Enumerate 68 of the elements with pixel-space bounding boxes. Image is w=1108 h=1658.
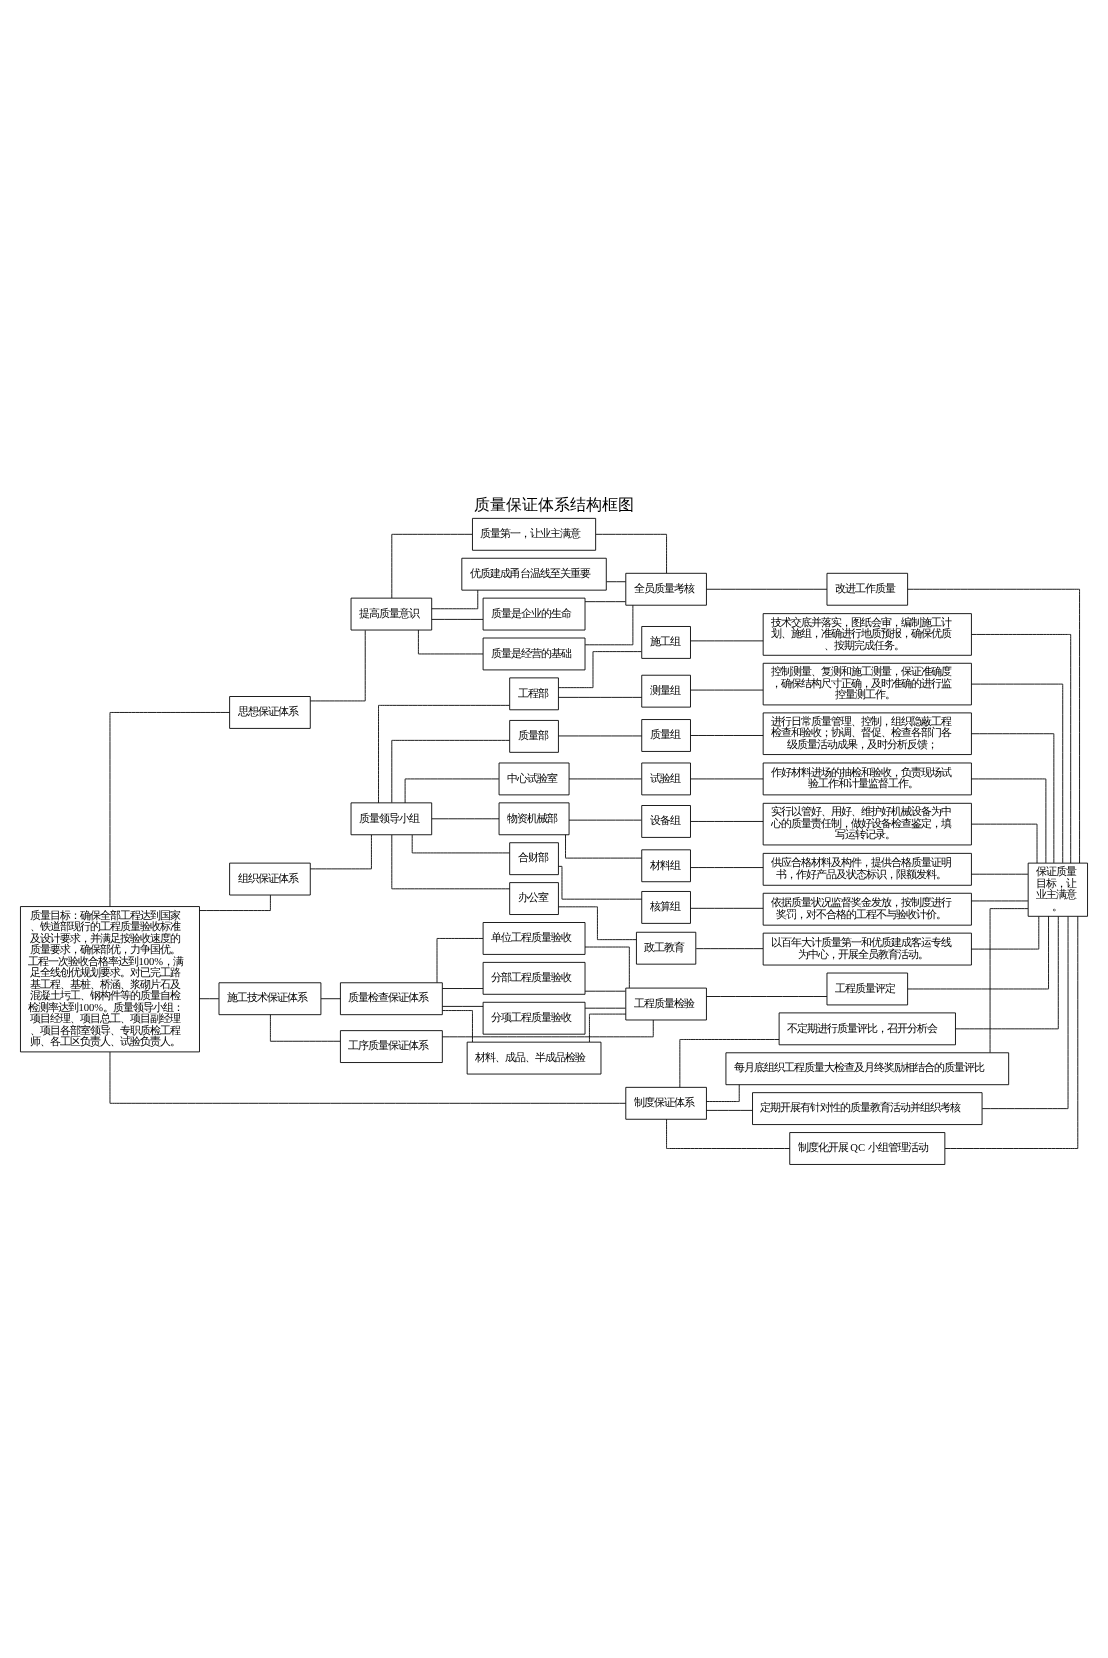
- connector: [955, 916, 1059, 1030]
- connector: [595, 533, 667, 574]
- connector: [690, 821, 764, 822]
- connector: [666, 1118, 791, 1149]
- connector: [558, 696, 643, 698]
- connector: [690, 735, 764, 736]
- connector: [391, 533, 473, 599]
- connector: [584, 990, 626, 992]
- connector: [558, 865, 643, 900]
- connector: [269, 1014, 341, 1042]
- connector: [690, 907, 764, 909]
- connector: [690, 867, 764, 868]
- connector: [568, 778, 642, 780]
- connector: [391, 834, 511, 890]
- connector: [442, 1019, 654, 1038]
- connector: [971, 873, 1029, 875]
- connector: [971, 778, 1047, 864]
- connector: [558, 651, 642, 689]
- connector: [981, 916, 1069, 1110]
- connector: [944, 916, 1079, 1149]
- connector: [411, 834, 510, 854]
- connector: [417, 629, 484, 655]
- connector: [436, 938, 484, 983]
- connector: [565, 834, 642, 859]
- connector: [199, 894, 271, 911]
- connector: [971, 916, 1040, 950]
- connector: [706, 588, 828, 590]
- connector: [442, 1005, 484, 1007]
- connector: [109, 1051, 627, 1104]
- connector: [199, 998, 220, 1000]
- connector: [391, 739, 511, 803]
- connector: [584, 601, 626, 603]
- connector: [690, 689, 764, 691]
- connector: [404, 778, 500, 804]
- connector: [989, 908, 1029, 1053]
- connector: [971, 900, 1029, 902]
- connector: [706, 1109, 753, 1111]
- connector: [431, 589, 479, 610]
- connector: [442, 988, 484, 989]
- connector: [558, 735, 643, 737]
- connector: [971, 733, 1055, 864]
- connector: [971, 683, 1064, 864]
- connector: [309, 629, 366, 702]
- connector: [971, 823, 1038, 864]
- connector: [568, 819, 642, 821]
- connector: [971, 634, 1072, 864]
- connector: [584, 946, 630, 989]
- connector: [442, 1010, 473, 1043]
- connector: [378, 704, 510, 804]
- connector: [109, 712, 231, 907]
- connector: [907, 915, 1049, 990]
- connector: [706, 996, 828, 997]
- connector: [695, 948, 764, 950]
- connector: [679, 1039, 780, 1088]
- connector: [584, 604, 634, 646]
- connector: [706, 1084, 740, 1102]
- connector: [584, 1007, 626, 1009]
- connector: [606, 581, 626, 583]
- connector: [589, 1013, 627, 1043]
- connector: [690, 640, 764, 642]
- connector: [558, 906, 637, 941]
- connector: [320, 998, 341, 1000]
- connector: [431, 618, 484, 620]
- connector: [309, 834, 372, 870]
- connector: [907, 588, 1080, 864]
- connector: [690, 778, 764, 780]
- connector: [431, 818, 500, 820]
- diagram-title: 质量保证体系结构框图: [474, 495, 634, 514]
